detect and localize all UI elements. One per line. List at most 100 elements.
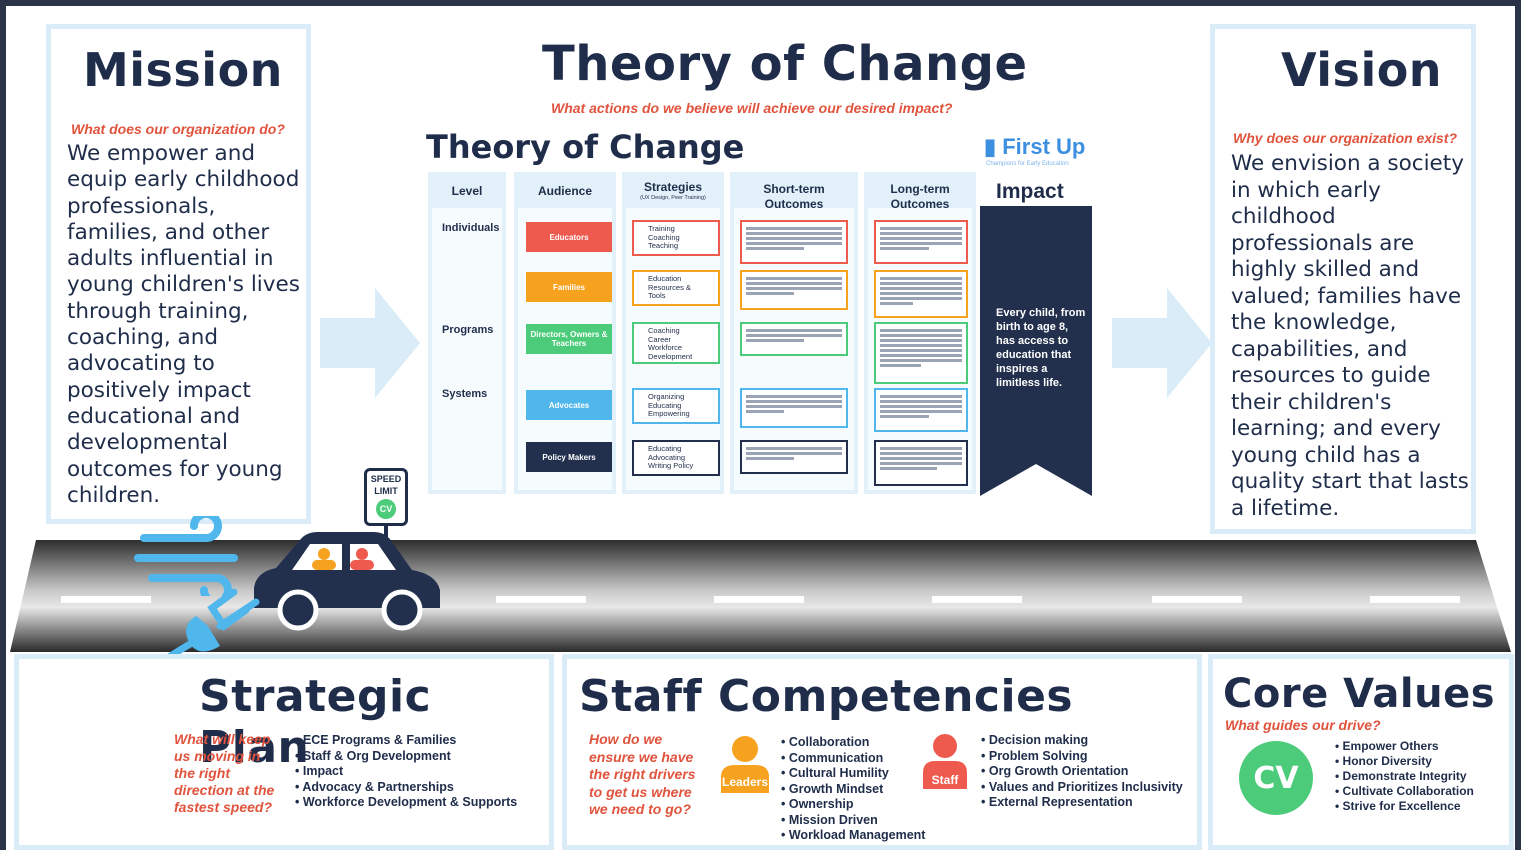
level-header: Level — [451, 184, 483, 198]
strategic-plan-question: What will keep us moving in the right di… — [174, 731, 275, 815]
strategies-subheader: (UX Design, Peer Training) — [640, 195, 706, 201]
list-item: Demonstrate Integrity — [1335, 769, 1474, 784]
strategy-box: Training Coaching Teaching — [632, 220, 720, 256]
strategy-box: Organizing Educating Empowering — [632, 388, 720, 424]
level-individuals: Individuals — [442, 222, 500, 234]
audience-families: Families — [526, 272, 612, 302]
arrow-right-icon — [320, 288, 420, 398]
long-term-box — [874, 270, 968, 318]
brand-name: First Up — [1002, 134, 1086, 159]
list-item: Values and Prioritizes Inclusivity — [981, 780, 1183, 796]
car-icon — [254, 532, 440, 631]
strategies-column: Strategies (UX Design, Peer Training) Tr… — [622, 172, 724, 494]
toc-question: What actions do we believe will achieve … — [551, 100, 953, 116]
leader-person-icon — [721, 736, 769, 793]
impact-statement: Every child, from birth to age 8, has ac… — [996, 307, 1086, 389]
mission-title: Mission — [83, 43, 283, 97]
list-item: ECE Programs & Families — [295, 733, 517, 749]
staff-competencies-title: Staff Competencies — [579, 671, 1074, 722]
leaders-label: Leaders — [721, 775, 769, 789]
level-systems: Systems — [442, 388, 488, 400]
strategy-box: Education Resources & Tools — [632, 270, 720, 306]
audience-directors: Directors, Owners & Teachers — [526, 324, 612, 354]
impact-banner — [980, 206, 1092, 496]
core-values-title: Core Values — [1223, 671, 1496, 717]
arrow-right-icon — [1112, 288, 1212, 398]
staff-competencies-question: How do we ensure we have the right drive… — [589, 731, 696, 817]
cv-badge-icon: CV — [376, 499, 396, 519]
strategies-header: Strategies — [643, 180, 703, 194]
staff-label: Staff — [931, 773, 959, 787]
list-item: Ownership — [781, 797, 925, 813]
toc-inner-title: Theory of Change — [426, 128, 745, 166]
audience-column: Audience Educators Families Directors, O… — [514, 172, 616, 494]
long-term-box — [874, 440, 968, 486]
short-term-column: Short-term Outcomes — [730, 172, 858, 494]
bookmark-icon: ▮ — [984, 134, 997, 159]
list-item: Decision making — [981, 733, 1183, 749]
mission-question: What does our organization do? — [71, 121, 285, 137]
long-term-box — [874, 388, 968, 432]
sign-post — [384, 526, 388, 544]
leaders-competency-list: Collaboration Communication Cultural Hum… — [781, 735, 926, 844]
list-item: External Representation — [981, 795, 1183, 811]
level-column: Level Individuals Programs Systems — [428, 172, 506, 494]
audience-header: Audience — [537, 184, 592, 198]
vision-text: We envision a society in which early chi… — [1231, 151, 1469, 521]
list-item: Cultural Humility — [781, 766, 925, 782]
audience-educators: Educators — [526, 222, 612, 252]
audience-policy-makers: Policy Makers — [526, 442, 612, 472]
list-item: Mission Driven — [781, 813, 925, 829]
audience-advocates: Advocates — [526, 390, 612, 420]
list-item: Communication — [781, 751, 925, 767]
core-values-panel: Core Values What guides our drive? CV Em… — [1208, 654, 1514, 850]
list-item: Workforce Development & Supports — [295, 795, 517, 811]
short-term-box — [740, 220, 848, 264]
short-term-box — [740, 388, 848, 428]
core-values-question: What guides our drive? — [1225, 717, 1381, 733]
list-item: Impact — [295, 764, 517, 780]
long-term-body — [868, 208, 972, 490]
list-item: Problem Solving — [981, 749, 1183, 765]
long-term-column: Long-term Outcomes — [864, 172, 976, 494]
mission-text: We empower and equip early childhood pro… — [67, 141, 300, 508]
list-item: Advocacy & Partnerships — [295, 780, 517, 796]
strategy-box: Coaching Career Workforce Development — [632, 322, 720, 364]
list-item: Empower Others — [1335, 739, 1474, 754]
infographic-canvas: Mission What does our organization do? W… — [6, 6, 1515, 850]
list-item: Cultivate Collaboration — [1335, 784, 1474, 799]
wind-icon — [134, 516, 238, 596]
short-term-box — [740, 270, 848, 310]
first-up-logo: ▮ First Up — [984, 134, 1085, 160]
vision-title: Vision — [1281, 43, 1443, 97]
short-term-box — [740, 322, 848, 356]
vision-panel: Vision Why does our organization exist? … — [1210, 24, 1476, 534]
short-term-box — [740, 440, 848, 474]
impact-header: Impact — [996, 180, 1064, 203]
list-item: Staff & Org Development — [295, 749, 517, 765]
cv-badge-icon: CV — [1239, 741, 1313, 815]
list-item: Org Growth Orientation — [981, 764, 1183, 780]
strategic-plan-list: ECE Programs & Families Staff & Org Deve… — [295, 733, 517, 811]
list-item: Workload Management — [781, 828, 926, 844]
long-term-header: Long-term Outcomes — [890, 182, 950, 211]
list-item: Collaboration — [781, 735, 925, 751]
strategies-body: Training Coaching Teaching Education Res… — [626, 208, 720, 490]
strategic-plan-title: Strategic Plan — [199, 671, 432, 773]
list-item: Growth Mindset — [781, 782, 925, 798]
toc-title: Theory of Change — [542, 36, 1028, 92]
audience-body: Educators Families Directors, Owners & T… — [518, 208, 612, 490]
staff-competencies-panel: Staff Competencies How do we ensure we h… — [562, 654, 1202, 850]
speed-limit-sign: SPEED LIMIT CV — [364, 468, 408, 526]
speed-limit-label: SPEED LIMIT — [370, 474, 402, 496]
staff-competency-list: Decision making Problem Solving Org Grow… — [981, 733, 1183, 811]
long-term-box — [874, 220, 968, 264]
level-programs: Programs — [442, 324, 494, 336]
list-item: Honor Diversity — [1335, 754, 1474, 769]
long-term-box — [874, 322, 968, 384]
short-term-header: Short-term Outcomes — [763, 182, 825, 211]
core-values-list: Empower Others Honor Diversity Demonstra… — [1335, 739, 1474, 814]
strategic-plan-panel: Strategic Plan What will keep us moving … — [14, 654, 554, 850]
staff-person-icon — [923, 734, 967, 789]
brand-tagline: Champions for Early Education — [986, 161, 1069, 167]
